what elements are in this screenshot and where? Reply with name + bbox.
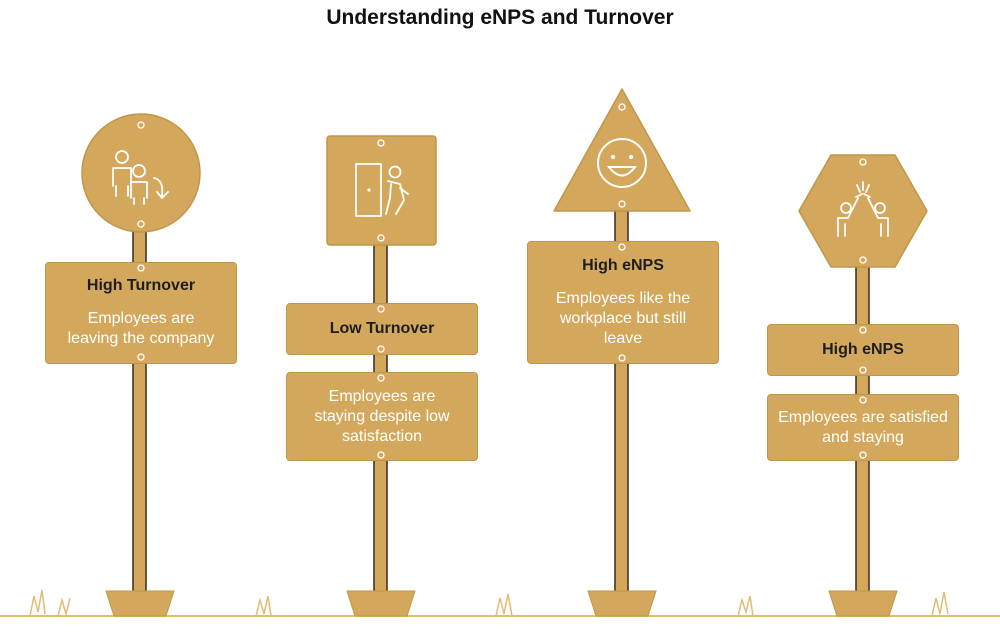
post-base [828,590,898,617]
signpost-4 [798,154,928,617]
board-description: Employees like the workplace but still l… [555,289,691,347]
triangle-sign [553,88,691,212]
grass-tufts [29,589,949,617]
board-heading: High eNPS [582,256,664,274]
board-low-turnover-description: Employees are staying despite low satisf… [286,372,478,461]
board-high-enps-2-description: Employees are satisfied and staying [767,394,959,461]
board-low-turnover-heading: Low Turnover [286,303,478,355]
smiley-face-icon [597,138,647,188]
board-description: Employees are leaving the company [67,310,215,347]
board-high-turnover: High Turnover Employees are leaving the … [45,262,237,364]
exit-door-icon [355,163,409,217]
leaving-people-icon [112,150,169,205]
board-high-enps-1: High eNPS Employees like the workplace b… [527,241,719,364]
post-base [587,590,657,617]
board-heading: High eNPS [822,341,904,358]
hexagon-sign [798,154,928,268]
high-five-icon [837,181,889,237]
board-heading: Low Turnover [329,320,435,337]
post-base [105,590,175,617]
board-heading: High Turnover [86,277,196,294]
circle-sign [81,113,201,233]
board-description: Employees are satisfied and staying [778,408,948,446]
diagram-title: Understanding eNPS and Turnover [326,6,674,29]
signpost-1 [81,113,201,617]
post-base [346,590,416,617]
board-description: Employees are staying despite low satisf… [314,387,450,445]
board-high-enps-2-heading: High eNPS [767,324,959,376]
